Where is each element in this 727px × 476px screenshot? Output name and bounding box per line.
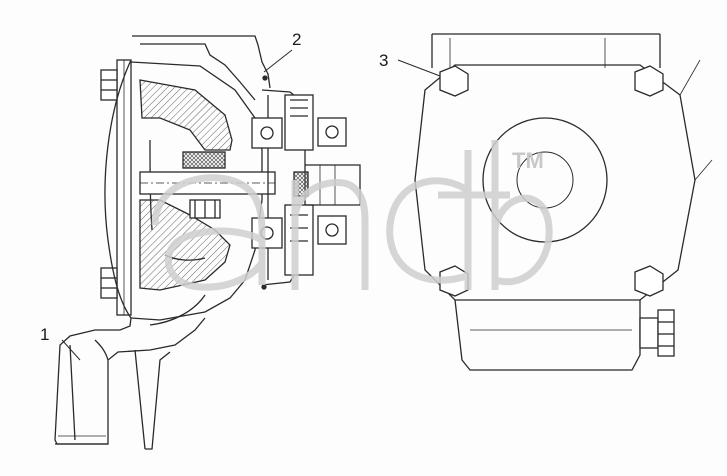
housing-top-flange bbox=[132, 35, 271, 89]
impeller-section bbox=[139, 79, 233, 151]
bolt-top-right bbox=[634, 65, 664, 97]
bearing-bottom bbox=[251, 215, 347, 249]
bolt-top-left bbox=[439, 65, 469, 97]
watermark-tm: TM bbox=[512, 148, 544, 173]
outlet-pipe bbox=[54, 317, 206, 445]
end-view-top-plate bbox=[431, 33, 661, 68]
leader-2 bbox=[263, 49, 293, 73]
bolt-lower-left bbox=[100, 267, 118, 299]
callout-2: 2 bbox=[292, 30, 301, 49]
bolt-bottom-right bbox=[634, 265, 664, 297]
central-hub bbox=[482, 117, 608, 243]
callout-1: 1 bbox=[40, 325, 49, 344]
impeller-section-lower bbox=[139, 199, 231, 291]
callout-leaders bbox=[61, 49, 441, 361]
drive-gear bbox=[284, 94, 314, 276]
mechanical-seal bbox=[182, 151, 226, 219]
callout-3: 3 bbox=[379, 51, 388, 70]
end-view-cover bbox=[414, 64, 696, 301]
end-view bbox=[414, 33, 713, 371]
housing-inner-top bbox=[140, 43, 256, 101]
bolt-upper-left bbox=[100, 69, 118, 101]
bearing-top bbox=[251, 117, 347, 149]
leader-3 bbox=[397, 59, 441, 77]
side-fitting bbox=[639, 309, 675, 357]
watermark-logo bbox=[151, 140, 553, 291]
leader-1 bbox=[61, 339, 81, 361]
end-view-lower-body bbox=[454, 299, 641, 371]
sectional-view bbox=[54, 35, 361, 450]
housing-outer-left bbox=[104, 59, 132, 319]
